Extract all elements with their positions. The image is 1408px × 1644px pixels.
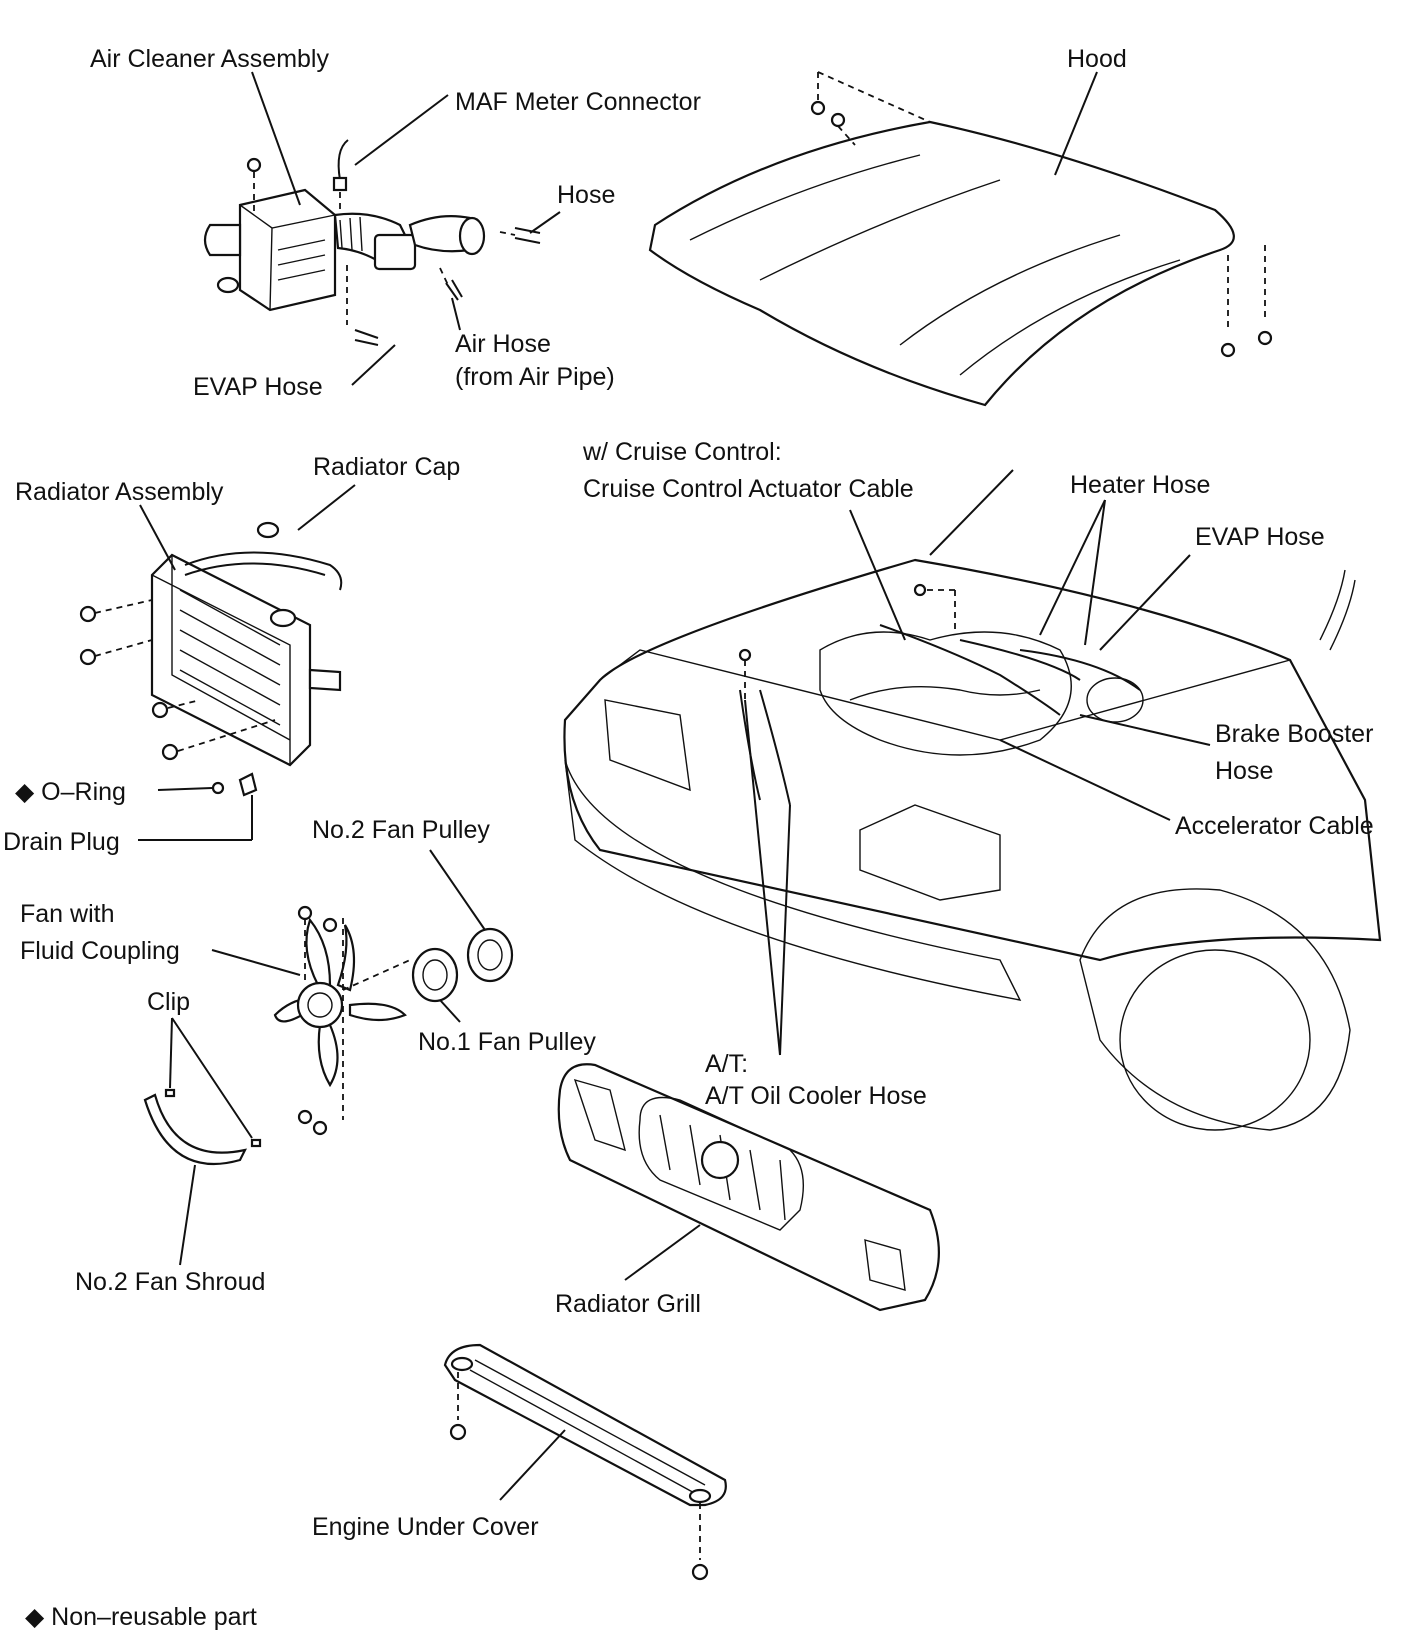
no2-fan-pulley-drawing [466, 927, 514, 983]
radiator-assembly-drawing [79, 521, 343, 797]
label-no2-fan-shroud: No.2 Fan Shroud [75, 1268, 265, 1296]
label-cruise-control-condition: w/ Cruise Control: [582, 438, 782, 466]
label-clip: Clip [147, 988, 190, 1016]
label-fan-with: Fan with [20, 900, 114, 928]
label-hose: Hose [557, 181, 615, 209]
label-at-condition: A/T: [705, 1050, 748, 1078]
leader-lines [138, 71, 1211, 1501]
label-brake-booster-hose: Hose [1215, 757, 1273, 785]
label-brake-booster: Brake Booster [1215, 720, 1373, 748]
no1-fan-pulley-drawing [411, 947, 459, 1003]
label-air-cleaner-assembly: Air Cleaner Assembly [90, 45, 329, 73]
engine-under-cover-drawing [443, 1343, 727, 1581]
label-evap-hose-top: EVAP Hose [193, 373, 323, 401]
label-evap-hose-right: EVAP Hose [1195, 523, 1325, 551]
label-heater-hose: Heater Hose [1070, 471, 1210, 499]
label-no2-fan-pulley: No.2 Fan Pulley [312, 816, 490, 844]
label-at-oil-cooler-hose: A/T Oil Cooler Hose [705, 1082, 927, 1110]
hood-drawing [648, 71, 1273, 407]
label-cruise-control-actuator-cable: Cruise Control Actuator Cable [583, 475, 914, 503]
legend-non-reusable-part: ◆ Non–reusable part [25, 1603, 257, 1631]
label-radiator-grill: Radiator Grill [555, 1290, 701, 1318]
label-engine-under-cover: Engine Under Cover [312, 1513, 539, 1541]
label-fluid-coupling: Fluid Coupling [20, 937, 180, 965]
vehicle-front-drawing [563, 558, 1382, 1131]
label-air-hose: Air Hose [455, 330, 551, 358]
label-accelerator-cable: Accelerator Cable [1175, 812, 1374, 840]
label-maf-meter-connector: MAF Meter Connector [455, 88, 701, 116]
label-o-ring: ◆ O–Ring [15, 778, 126, 806]
no2-fan-shroud-drawing [143, 1088, 262, 1165]
label-radiator-cap: Radiator Cap [313, 453, 460, 481]
label-drain-plug: Drain Plug [3, 828, 120, 856]
radiator-grill-drawing [557, 1063, 940, 1312]
label-no1-fan-pulley: No.1 Fan Pulley [418, 1028, 596, 1056]
label-hood: Hood [1067, 45, 1127, 73]
part-labels: Air Cleaner Assembly MAF Meter Connector… [3, 45, 1374, 1631]
air-cleaner-assembly-drawing [203, 139, 541, 346]
label-radiator-assembly: Radiator Assembly [15, 478, 224, 506]
label-air-hose-source: (from Air Pipe) [455, 363, 615, 391]
fan-with-fluid-coupling-drawing [273, 905, 411, 1136]
